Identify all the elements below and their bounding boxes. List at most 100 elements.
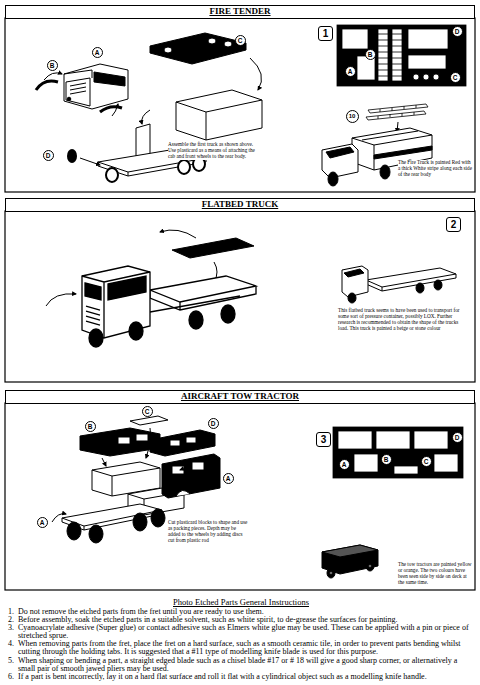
assembly-arrow xyxy=(46,294,76,306)
mudguard-part xyxy=(100,107,122,112)
callout-letter: C xyxy=(235,35,246,46)
etched-fret xyxy=(354,454,378,472)
hood-panel xyxy=(118,437,130,444)
flatbed-assembled xyxy=(342,266,456,303)
tow-chassis xyxy=(133,513,147,531)
cab-part xyxy=(67,97,71,101)
instruction-text: Do not remove the etched parts from the … xyxy=(18,608,474,616)
ladder-part xyxy=(378,105,416,119)
etched-fret xyxy=(434,454,458,472)
etched-fret xyxy=(378,29,388,81)
fire-tender-assembled xyxy=(328,172,338,186)
flatbed-assembled xyxy=(348,293,356,303)
flatbed-assembled xyxy=(342,266,368,297)
flatbed-assembled xyxy=(434,280,442,290)
assembly-arrow xyxy=(160,230,196,238)
flatbed-truck xyxy=(189,311,203,329)
step-number: 1 xyxy=(318,26,333,41)
assembly-arrow xyxy=(80,158,100,165)
wheel-disc xyxy=(67,149,77,163)
side-panel xyxy=(150,430,215,456)
side-panel xyxy=(150,430,215,456)
instruction-number: 1. xyxy=(8,608,18,616)
fire-tender-assembled xyxy=(362,131,418,140)
side-panel xyxy=(186,437,196,443)
mudguard-part xyxy=(36,81,122,112)
fire-tender-assembled xyxy=(380,165,390,179)
callout-letter: A xyxy=(339,459,350,470)
section-title: FIRE TENDER xyxy=(209,7,270,17)
callout-letter: D xyxy=(452,26,463,37)
flatbed-assembled xyxy=(366,268,456,287)
etched-fret xyxy=(338,431,372,449)
callout-letter: A xyxy=(223,473,234,484)
flatbed-truck xyxy=(89,329,103,347)
etched-fret xyxy=(392,29,402,81)
flatbed-plate xyxy=(172,238,254,258)
note-text: This flatbed truck seems to have been us… xyxy=(338,308,462,332)
tow-chassis xyxy=(89,525,103,543)
callout-letter: 10 xyxy=(346,110,359,123)
callout-letter: D xyxy=(452,432,463,443)
etched-fret xyxy=(408,55,446,69)
rear-body-top xyxy=(224,41,232,47)
fire-tender-assembled xyxy=(326,147,354,158)
instructions-block: Photo Etched Parts General Instructions1… xyxy=(8,597,474,681)
instruction-row: 2.Before assembly, soak the etched parts… xyxy=(8,616,474,624)
assembly-arrow xyxy=(102,458,106,466)
ladder-part xyxy=(366,111,426,120)
etched-fret xyxy=(376,431,410,449)
etched-fret xyxy=(414,431,448,449)
flatbed-assembled xyxy=(366,274,456,291)
fire-tender-assembled xyxy=(374,146,432,159)
instruction-number: 3. xyxy=(8,624,18,640)
instruction-row: 4.When removing parts from the fret, pla… xyxy=(8,640,474,656)
callout-letter: A xyxy=(37,517,48,528)
etched-fret xyxy=(357,56,375,80)
note-text: Assemble the first truck as shown above.… xyxy=(168,142,258,160)
body-side-part xyxy=(192,462,204,470)
rear-body-top xyxy=(150,33,246,64)
instruction-text: If a part is bent incorrectly, lay it on… xyxy=(18,673,474,681)
step-number: 3 xyxy=(316,432,331,447)
side-panel xyxy=(170,440,180,446)
etched-fret xyxy=(333,427,463,478)
instructions-heading: Photo Etched Parts General Instructions xyxy=(8,597,474,607)
rear-body-top xyxy=(164,47,172,53)
rear-body-box xyxy=(176,90,262,140)
section-frame xyxy=(5,18,475,590)
instruction-text: When shaping or bending a part, a straig… xyxy=(18,657,474,673)
section-frame xyxy=(5,18,475,192)
instruction-text: Cyanoacrylate adhesive (Super glue) or c… xyxy=(18,624,474,640)
cab-part xyxy=(64,64,128,109)
callout-letter: B xyxy=(365,49,376,60)
instruction-number: 5. xyxy=(8,657,18,673)
flatbed-truck xyxy=(150,276,256,302)
body-side-part xyxy=(162,454,220,498)
callout-letter: A xyxy=(92,47,103,58)
chassis-part xyxy=(106,168,118,182)
instruction-number: 2. xyxy=(8,616,18,624)
tow-tractor-assembled xyxy=(330,572,333,575)
etched-fret xyxy=(337,25,466,86)
assembly-arrow xyxy=(44,58,262,165)
tow-tractor-assembled xyxy=(366,561,374,571)
tow-tractor-assembled xyxy=(369,565,372,568)
assembly-arrow xyxy=(52,428,196,522)
chassis-part xyxy=(178,160,190,174)
section-title: AIRCRAFT TOW TRACTOR xyxy=(181,392,299,402)
callout-letter: C xyxy=(450,72,461,83)
mudguard-part xyxy=(36,81,58,90)
tow-tractor-assembled xyxy=(322,545,378,578)
etched-fret xyxy=(408,29,448,49)
etched-fret xyxy=(337,25,466,86)
assembly-arrow xyxy=(250,58,262,90)
body-side-part xyxy=(172,466,184,474)
hood-panel xyxy=(136,434,148,441)
section-title: FLATBED TRUCK xyxy=(202,200,278,210)
note-text: The Fire Truck is painted Red with a thi… xyxy=(398,160,474,178)
callout-letter: C xyxy=(142,406,153,417)
cab-part xyxy=(94,72,125,86)
flatbed-truck xyxy=(221,305,235,323)
